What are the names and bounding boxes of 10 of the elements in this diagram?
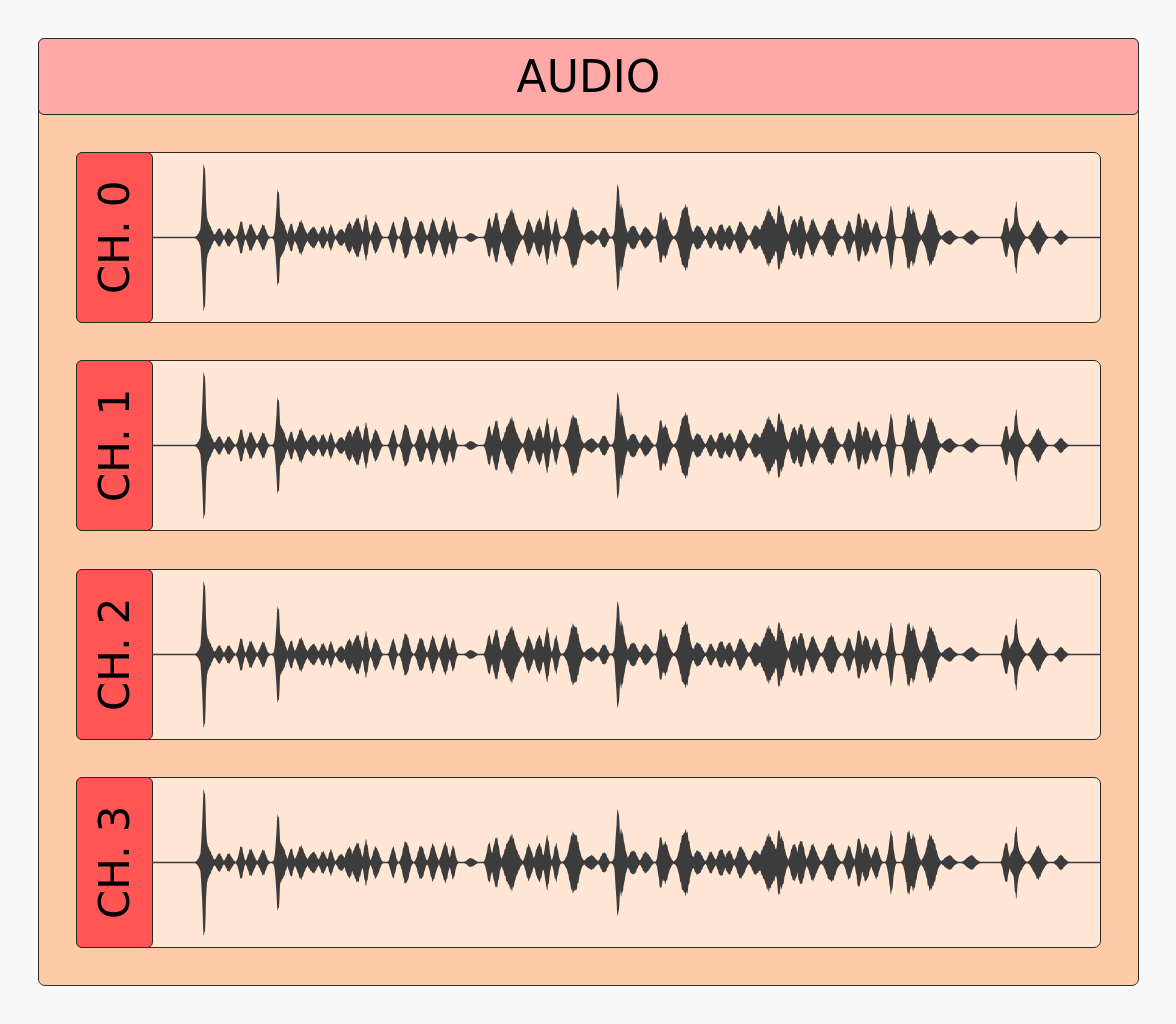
- channel-panel: [76, 569, 1101, 740]
- channel-label: CH. 3: [76, 777, 153, 948]
- panel-header: AUDIO: [38, 38, 1139, 115]
- group-panel: [38, 38, 1139, 986]
- channel-label: CH. 1: [76, 360, 153, 531]
- channel-panel: [76, 360, 1101, 531]
- channel-label: CH. 0: [76, 152, 153, 323]
- channel-label: CH. 2: [76, 569, 153, 740]
- channel-panel: [76, 152, 1101, 323]
- channel-panel: [76, 777, 1101, 948]
